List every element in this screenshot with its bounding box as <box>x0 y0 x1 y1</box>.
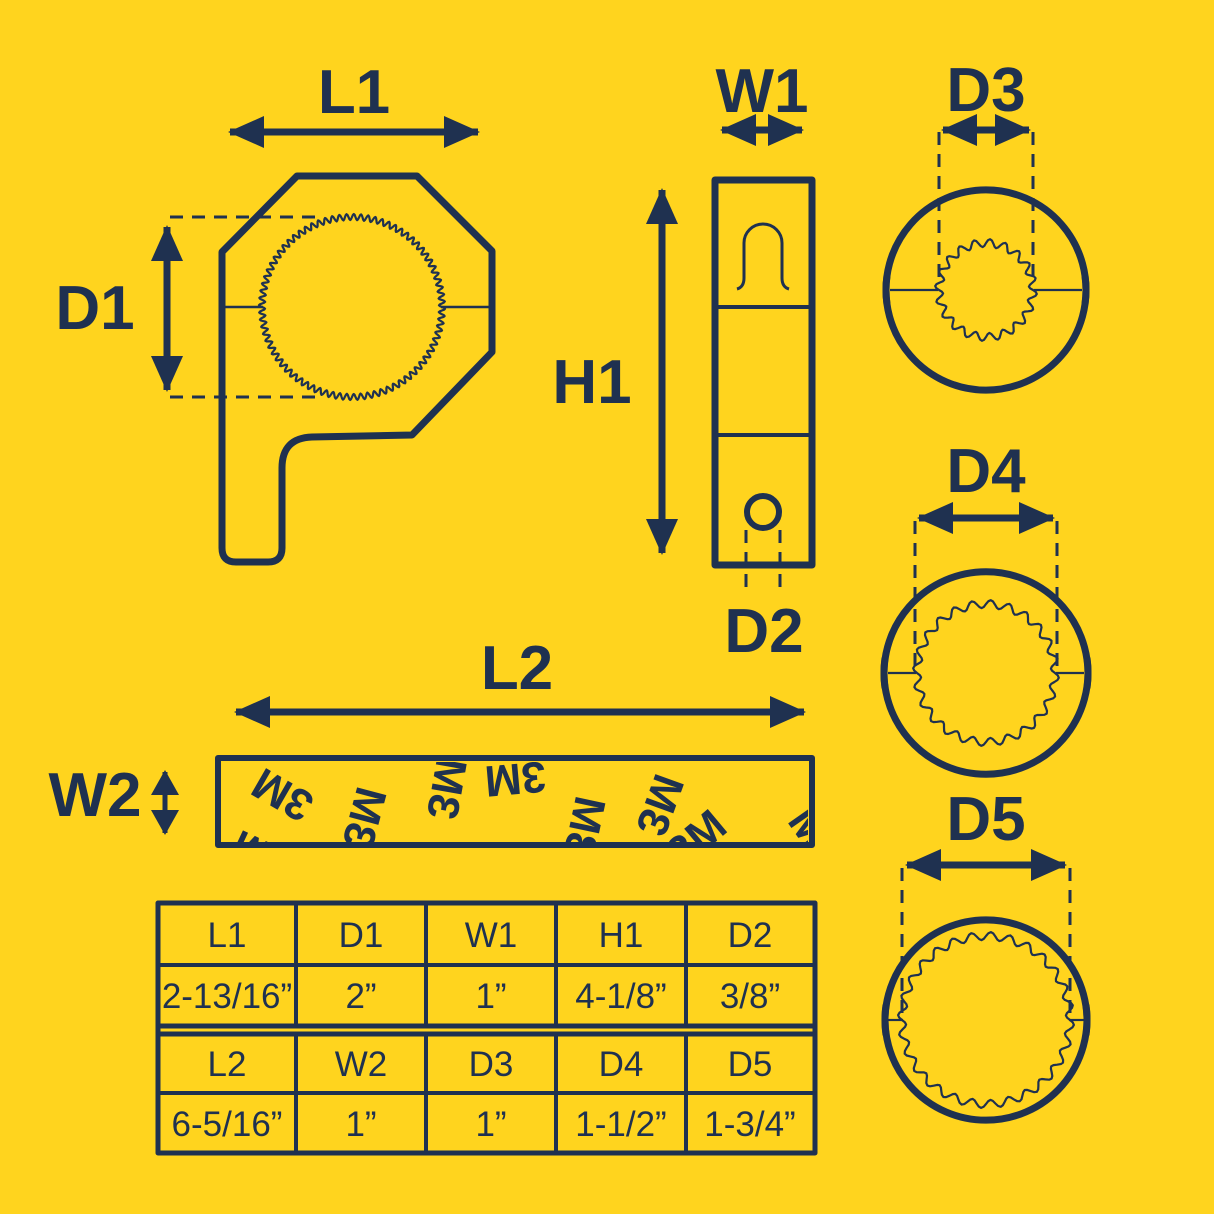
table-value-l1: 2-13/16” <box>162 977 292 1016</box>
d3-outer-bottom-half <box>882 275 1090 394</box>
ring-d3: D3 <box>882 56 1090 394</box>
w2-label: W2 <box>49 761 142 830</box>
d3-label: D3 <box>946 56 1025 125</box>
clamp-body-outline <box>218 172 496 566</box>
table-value-h1: 4-1/8” <box>575 977 666 1016</box>
bolt-slot <box>736 222 790 291</box>
table-column-lines <box>294 903 688 1153</box>
spec-table: L1 D1 W1 H1 D2 2-13/16” 2” 1” 4-1/8” 3/8… <box>155 900 818 1156</box>
table-header-h1: H1 <box>599 916 644 955</box>
ring-d5: D5 <box>881 785 1091 1124</box>
table-header-d1: D1 <box>339 916 384 955</box>
3m-logo: 3M <box>417 754 476 823</box>
3m-logo: 3M <box>483 751 548 805</box>
d4-label: D4 <box>946 437 1026 506</box>
table-value-d4: 1-1/2” <box>575 1105 666 1144</box>
d5-bore-serration <box>897 931 1075 1109</box>
h1-label: H1 <box>552 348 631 417</box>
l1-label: L1 <box>318 58 390 127</box>
table-header-w1: W1 <box>465 916 518 955</box>
d4-bore-serration <box>912 599 1060 747</box>
d5-outer-bottom-half <box>881 1004 1091 1124</box>
3m-logo: 3M <box>244 758 321 831</box>
table-value-w1: 1” <box>475 977 506 1016</box>
strip-outline <box>215 755 815 848</box>
d3-outer-top-half <box>882 186 1090 305</box>
table-value-d1: 2” <box>345 977 376 1016</box>
side-view: W1 H1 D2 <box>552 57 816 666</box>
d5-label: D5 <box>946 785 1025 854</box>
3m-logo: 3M <box>554 792 615 862</box>
table-header-l2: L2 <box>208 1045 247 1084</box>
table-header-d5: D5 <box>728 1045 773 1084</box>
d3-bore-serration <box>934 238 1038 342</box>
l2-label: L2 <box>481 634 553 703</box>
table-value-d2: 3/8” <box>720 977 780 1016</box>
w1-label: W1 <box>716 57 809 126</box>
mount-hole <box>744 493 782 531</box>
d5-outer-top-half <box>881 916 1091 1036</box>
side-body-outline <box>711 176 816 569</box>
table-header-d2: D2 <box>728 916 773 955</box>
d2-label: D2 <box>724 597 803 666</box>
d4-outer-top-half <box>880 568 1092 689</box>
knurled-bore-serration <box>257 212 447 402</box>
table-value-w2: 1” <box>345 1105 376 1144</box>
ring-d4: D4 <box>880 437 1092 778</box>
3m-logo: 3M <box>778 799 853 877</box>
table-header-w2: W2 <box>335 1045 388 1084</box>
d1-label: D1 <box>55 274 134 343</box>
table-value-d5: 1-3/4” <box>704 1105 795 1144</box>
table-header-d3: D3 <box>469 1045 514 1084</box>
d4-outer-bottom-half <box>880 657 1092 778</box>
3m-logo: 3M <box>224 820 300 890</box>
table-value-d3: 1” <box>475 1105 506 1144</box>
table-header-l1: L1 <box>208 916 247 955</box>
adhesive-strip: 3M 3M 3M 3M 3M 3M 3M 3M 3M 3M L2 W2 <box>49 634 853 890</box>
front-view: L1 D1 <box>55 58 496 566</box>
table-value-l2: 6-5/16” <box>172 1105 283 1144</box>
strip-print: 3M 3M 3M 3M 3M 3M 3M 3M 3M 3M <box>224 751 853 890</box>
table-header-d4: D4 <box>599 1045 644 1084</box>
